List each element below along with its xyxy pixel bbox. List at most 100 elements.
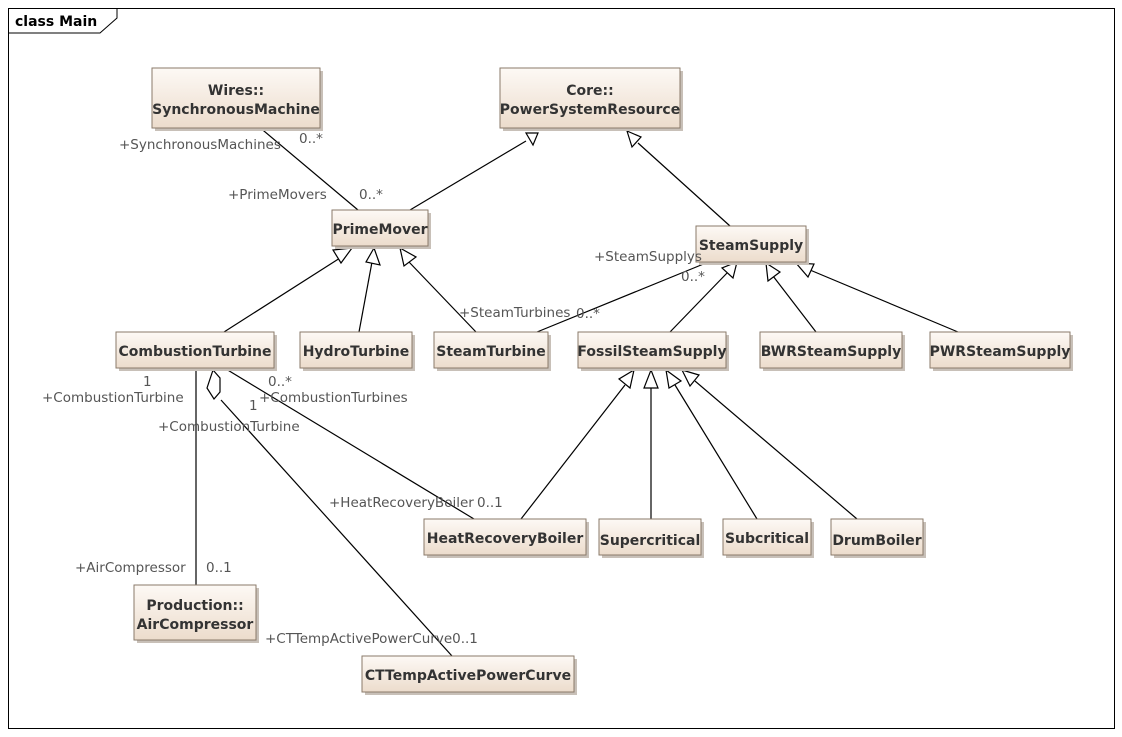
class-name: PowerSystemResource (500, 102, 680, 118)
connectors (195, 125, 959, 657)
class-name: CombustionTurbine (118, 344, 271, 360)
role-combustionturbine-a: +CombustionTurbine (42, 390, 184, 406)
class-name: SteamSupply (699, 238, 803, 254)
generalization-subcritical-line (674, 384, 758, 520)
mult-steamturbines: 0..* (576, 306, 600, 322)
role-primemovers: +PrimeMovers (228, 187, 327, 203)
class-powersystemresource[interactable]: Core:: PowerSystemResource (499, 67, 683, 131)
class-box (361, 655, 575, 693)
association-heatrecoveryboiler (225, 368, 475, 520)
association-steamturbine-steamsupply (536, 262, 707, 333)
class-name: Supercritical (600, 533, 701, 549)
class-box (598, 518, 702, 556)
class-heatrecoveryboiler[interactable]: HeatRecoveryBoiler (423, 518, 589, 558)
class-synchronousmachine[interactable]: Wires:: SynchronousMachine (151, 67, 323, 131)
generalization-drumboiler-arrow (680, 369, 701, 388)
class-name: FossilSteamSupply (577, 344, 726, 360)
mult-steamsupplys: 0..* (681, 269, 705, 285)
class-pwrsteamsupply[interactable]: PWRSteamSupply (929, 331, 1073, 371)
role-steamsupplys: +SteamSupplys (594, 249, 702, 265)
class-name: AirCompressor (137, 617, 254, 633)
class-cttempactivepowercurve[interactable]: CTTempActivePowerCurve (361, 655, 577, 695)
class-fossilsteamsupply[interactable]: FossilSteamSupply (577, 331, 729, 371)
generalization-steamsupply-arrow (626, 129, 643, 149)
class-box (299, 331, 413, 369)
class-name: HydroTurbine (303, 344, 410, 360)
class-box (722, 518, 812, 556)
generalization-primemover-arrow (524, 132, 539, 147)
role-steamturbines: +SteamTurbines (459, 305, 570, 321)
mult-primemovers: 0..* (359, 187, 383, 203)
class-box (433, 331, 549, 369)
class-bwrsteamsupply[interactable]: BWRSteamSupply (759, 331, 905, 371)
class-name: CTTempActivePowerCurve (365, 668, 571, 684)
class-hydroturbine[interactable]: HydroTurbine (299, 331, 415, 371)
class-box (759, 331, 903, 369)
class-package: Production:: (146, 598, 243, 614)
class-box (115, 331, 275, 369)
mult-heatrecoveryboiler: 0..1 (477, 495, 503, 511)
association-synchronousmachine-primemover (257, 125, 359, 211)
class-boxes: Wires:: SynchronousMachine Core:: PowerS… (115, 67, 1073, 695)
class-box (331, 209, 429, 247)
class-name: HeatRecoveryBoiler (427, 531, 584, 547)
class-name: PrimeMover (332, 222, 427, 238)
class-box (577, 331, 727, 369)
class-steamturbine[interactable]: SteamTurbine (433, 331, 551, 371)
role-synchronousmachines: +SynchronousMachines (119, 137, 281, 153)
class-box (133, 584, 257, 641)
generalization-primemover-line (409, 140, 527, 211)
role-cttempactivepowercurve: +CTTempActivePowerCurve0..1 (265, 631, 478, 647)
generalization-bwr-line (772, 275, 817, 333)
generalization-hydroturbine-arrow (365, 246, 381, 266)
generalization-combustionturbine-line (223, 257, 341, 333)
class-primemover[interactable]: PrimeMover (331, 209, 431, 249)
class-name: BWRSteamSupply (761, 344, 901, 360)
class-supercritical[interactable]: Supercritical (598, 518, 704, 558)
mult-ct-one-b: 1 (249, 398, 258, 414)
class-box (423, 518, 587, 556)
class-package: Wires:: (208, 83, 264, 99)
generalization-drumboiler-line (694, 380, 858, 520)
class-package: Core:: (566, 83, 614, 99)
mult-synchronousmachines: 0..* (299, 131, 323, 147)
role-aircompressor: +AirCompressor (75, 560, 186, 576)
mult-combustionturbines: 0..* (268, 374, 292, 390)
class-name: SynchronousMachine (152, 102, 320, 118)
class-steamsupply[interactable]: SteamSupply (695, 225, 809, 265)
generalization-subcritical-arrow (665, 368, 683, 389)
class-combustionturbine[interactable]: CombustionTurbine (115, 331, 277, 371)
class-box (499, 67, 681, 129)
generalization-steamturbine-arrow (399, 246, 418, 268)
association-cttempcurve (220, 399, 453, 657)
class-drumboiler[interactable]: DrumBoiler (830, 518, 926, 558)
generalization-heatrecoveryboiler-line (520, 384, 626, 520)
generalization-supercritical-arrow (643, 368, 659, 389)
class-box (151, 67, 321, 129)
generalization-hydroturbine-line (358, 261, 373, 333)
aggregation-diamond (206, 368, 221, 401)
class-name: DrumBoiler (832, 533, 921, 549)
role-combustionturbines: +CombustionTurbines (259, 390, 408, 406)
class-box (929, 331, 1071, 369)
class-subcritical[interactable]: Subcritical (722, 518, 814, 558)
generalization-pwr-line (809, 269, 959, 333)
generalization-bwr-arrow (765, 261, 782, 283)
generalization-steamturbine-line (408, 261, 477, 333)
role-heatrecoveryboiler: +HeatRecoveryBoiler (329, 495, 474, 511)
diagram-title: class Main (15, 14, 97, 30)
class-box (695, 225, 807, 263)
class-name: PWRSteamSupply (930, 344, 1071, 360)
role-combustionturbine-b: +CombustionTurbine (158, 419, 300, 435)
role-labels: +SynchronousMachines 0..* +PrimeMovers 0… (42, 131, 705, 647)
class-name: Subcritical (725, 531, 809, 547)
generalization-steamsupply-line (637, 142, 731, 227)
diagram-frame-tab (8, 8, 118, 34)
class-aircompressor[interactable]: Production:: AirCompressor (133, 584, 259, 643)
mult-aircompressor: 0..1 (206, 560, 232, 576)
class-box (830, 518, 924, 556)
class-name: SteamTurbine (436, 344, 545, 360)
mult-ct-one-a: 1 (143, 374, 152, 390)
generalization-heatrecoveryboiler-arrow (617, 368, 635, 390)
